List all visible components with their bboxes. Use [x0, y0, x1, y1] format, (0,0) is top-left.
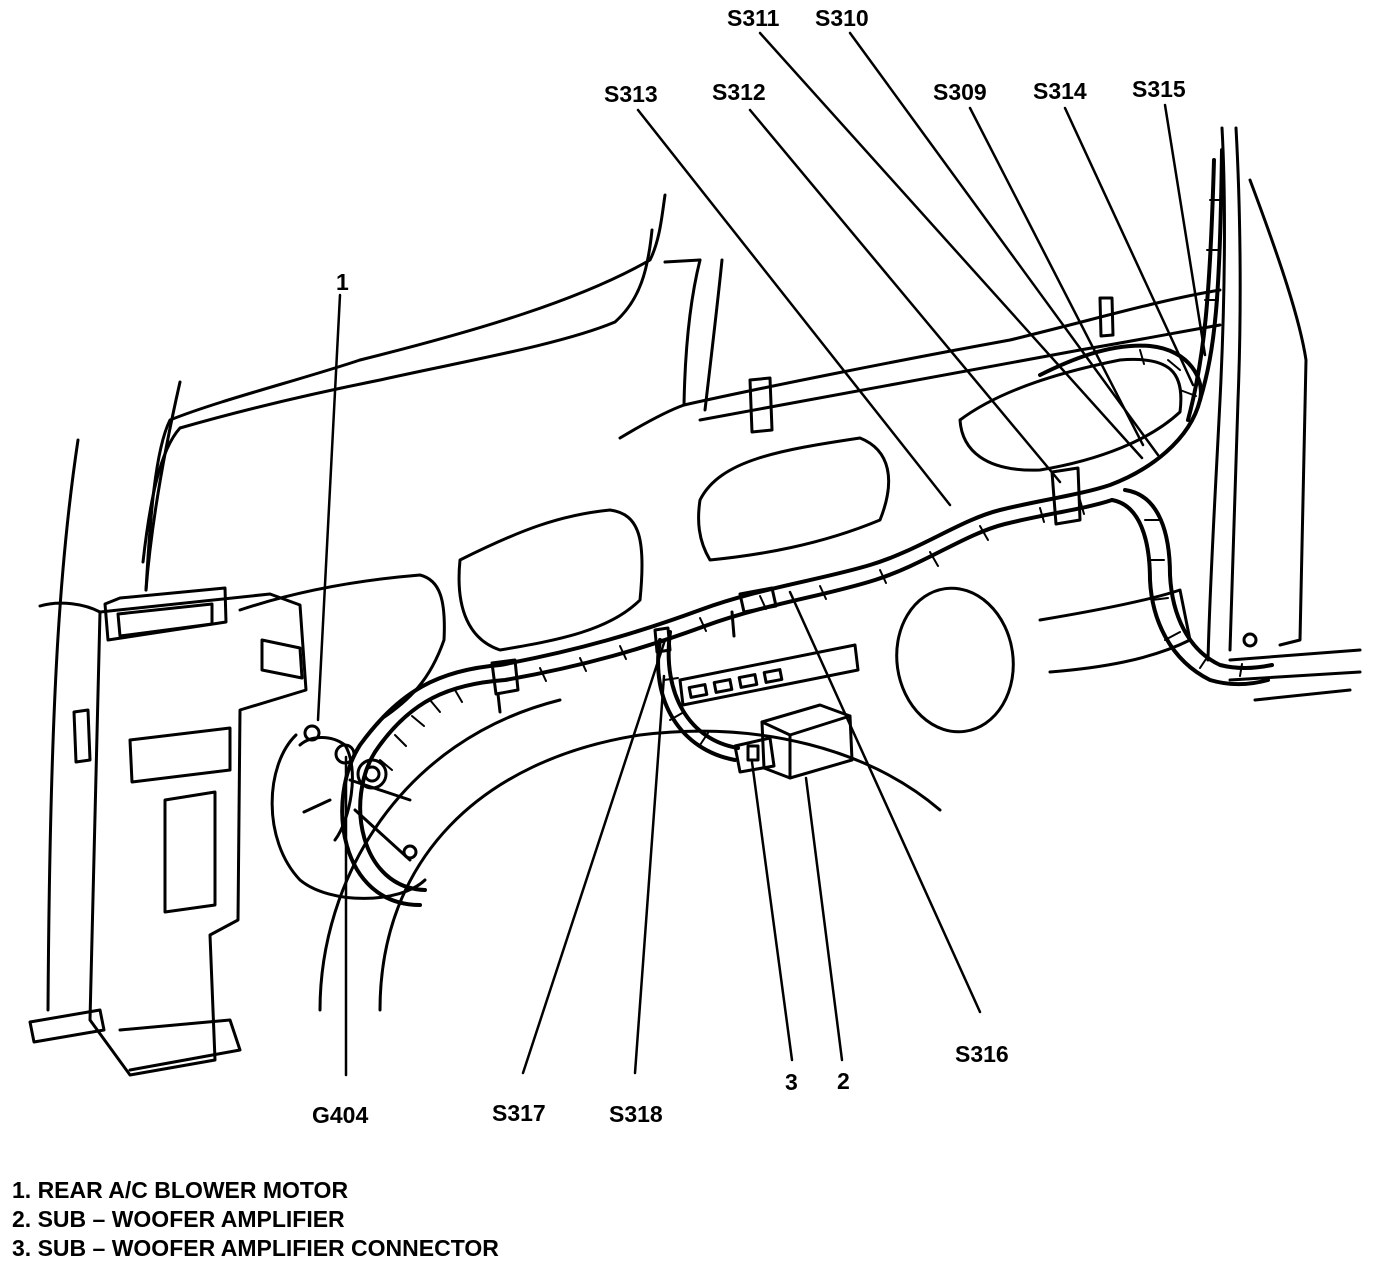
label-s310: S310 — [815, 5, 869, 31]
label-s317: S317 — [492, 1100, 546, 1126]
label-s313: S313 — [604, 81, 658, 107]
legend-item-rear-ac-blower-motor: 1. REAR A/C BLOWER MOTOR — [12, 1177, 349, 1203]
label-item-3: 3 — [785, 1069, 798, 1095]
harness-clips — [490, 466, 1082, 714]
wiring-harness — [340, 148, 1274, 907]
switch-bracket — [678, 643, 860, 707]
label-s316: S316 — [955, 1041, 1009, 1067]
speaker-cutout — [895, 586, 1015, 734]
panel-openings — [238, 296, 1192, 722]
label-item-1: 1 — [336, 269, 349, 295]
leader-lines — [316, 31, 1207, 1077]
subwoofer-amplifier — [760, 703, 854, 780]
label-g404: G404 — [312, 1102, 368, 1128]
window-frames — [141, 193, 1222, 592]
ground-strap-g404 — [270, 724, 427, 900]
harness-wrap — [379, 199, 1243, 771]
label-item-2: 2 — [837, 1068, 850, 1094]
label-s314: S314 — [1033, 78, 1087, 104]
label-s312: S312 — [712, 79, 766, 105]
door-frame-right — [1206, 126, 1362, 702]
label-s318: S318 — [609, 1101, 663, 1127]
callout-labels: S311 S310 S313 S312 S309 S314 S315 1 G40… — [312, 5, 1186, 1128]
legend-item-subwoofer-amplifier: 2. SUB – WOOFER AMPLIFIER — [12, 1206, 345, 1232]
rear-ac-blower-motor — [28, 586, 308, 1077]
label-s309: S309 — [933, 79, 987, 105]
component-legend: 1. REAR A/C BLOWER MOTOR 2. SUB – WOOFER… — [12, 1176, 499, 1263]
label-s315: S315 — [1132, 76, 1186, 102]
label-s311: S311 — [727, 5, 780, 31]
subwoofer-amplifier-connector — [733, 736, 776, 774]
legend-item-subwoofer-amplifier-connector: 3. SUB – WOOFER AMPLIFIER CONNECTOR — [12, 1235, 499, 1261]
